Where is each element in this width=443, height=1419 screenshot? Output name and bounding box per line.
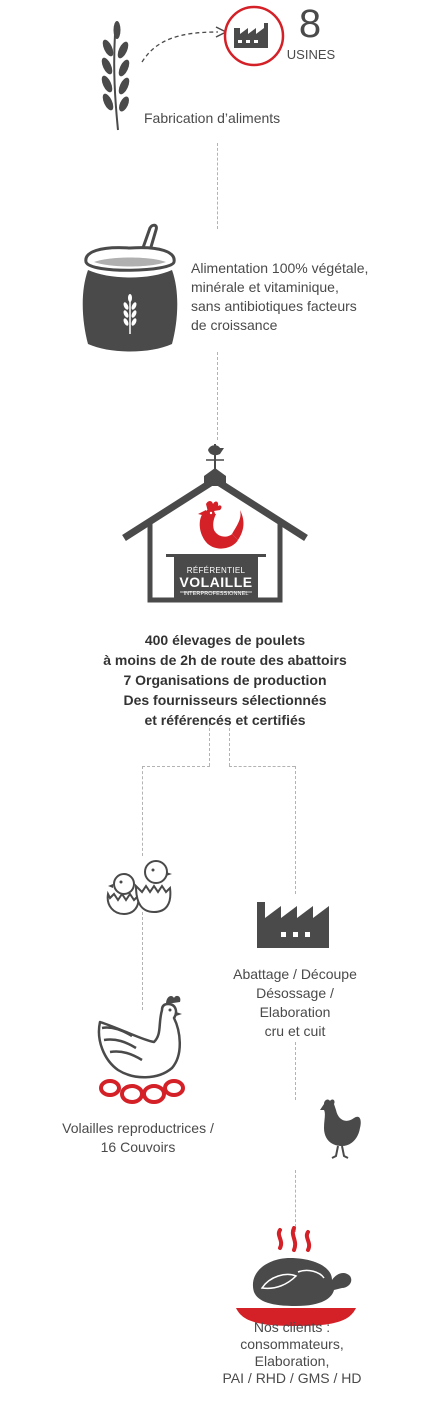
- clients-line: Elaboration,: [254, 1353, 330, 1369]
- sign-line-2: VOLAILLE: [179, 574, 253, 590]
- processing-line: Abattage / Découpe: [233, 966, 357, 982]
- processing-line: Elaboration: [259, 1004, 331, 1020]
- farm-description: 400 élevages de poulets à moins de 2h de…: [60, 630, 390, 730]
- factory-icon: [257, 902, 329, 948]
- connector-line: [142, 766, 210, 767]
- processing-line: Désossage /: [256, 985, 334, 1001]
- connector-line: [217, 352, 218, 440]
- breeders-description: Volailles reproductrices / 16 Couvoirs: [28, 1119, 248, 1157]
- connector-line: [295, 766, 296, 894]
- breeders-line: 16 Couvoirs: [100, 1139, 176, 1155]
- barn-icon: [122, 444, 308, 603]
- clients-description: Nos clients : consommateurs, Elaboration…: [192, 1319, 392, 1387]
- wheat-icon: [101, 21, 130, 131]
- connector-line: [217, 143, 218, 229]
- connector-line: [209, 718, 210, 766]
- processing-line: cru et cuit: [264, 1023, 326, 1039]
- connector-line: [142, 912, 143, 1010]
- factory-count: 8: [298, 2, 322, 46]
- sign-line-1: RÉFÉRENTIEL: [186, 566, 246, 575]
- connector-line: [142, 766, 143, 856]
- feed-line: minérale et vitaminique,: [191, 279, 339, 295]
- farm-line: Des fournisseurs sélectionnés: [123, 692, 327, 708]
- processing-description: Abattage / Découpe Désossage / Elaborati…: [195, 965, 395, 1041]
- farm-line: 7 Organisations de production: [123, 672, 327, 688]
- clients-line: Nos clients :: [253, 1319, 331, 1335]
- curved-arrow-icon: [141, 26, 228, 63]
- clients-line: PAI / RHD / GMS / HD: [222, 1370, 362, 1386]
- breeders-line: Volailles reproductrices /: [62, 1120, 214, 1136]
- connector-line: [229, 718, 230, 766]
- hatching-chicks-icon: [106, 860, 172, 916]
- connector-line: [295, 1170, 296, 1232]
- breeder-hen-icon: [97, 995, 185, 1104]
- factory-count-label: USINES: [286, 47, 336, 62]
- chicken-icon: [320, 1099, 361, 1159]
- farm-line: à moins de 2h de route des abattoirs: [103, 652, 347, 668]
- factory-caption: Fabrication d’aliments: [144, 110, 281, 126]
- feed-line: Alimentation 100% végétale,: [191, 260, 369, 276]
- farm-line: et référencés et certifiés: [144, 712, 306, 728]
- connector-line: [229, 766, 295, 767]
- clients-line: consommateurs,: [240, 1336, 344, 1352]
- roast-chicken-icon: [236, 1226, 356, 1326]
- factory-circle-icon: [223, 5, 285, 67]
- feed-sack-icon: [82, 223, 178, 352]
- farm-line: 400 élevages de poulets: [144, 632, 306, 648]
- feed-line: sans antibiotiques facteurs: [191, 298, 357, 314]
- connector-line: [295, 1042, 296, 1100]
- feed-description: Alimentation 100% végétale, minérale et …: [191, 259, 431, 335]
- sign-line-3: INTERPROFESSIONNEL: [183, 591, 249, 597]
- feed-line: de croissance: [191, 317, 278, 333]
